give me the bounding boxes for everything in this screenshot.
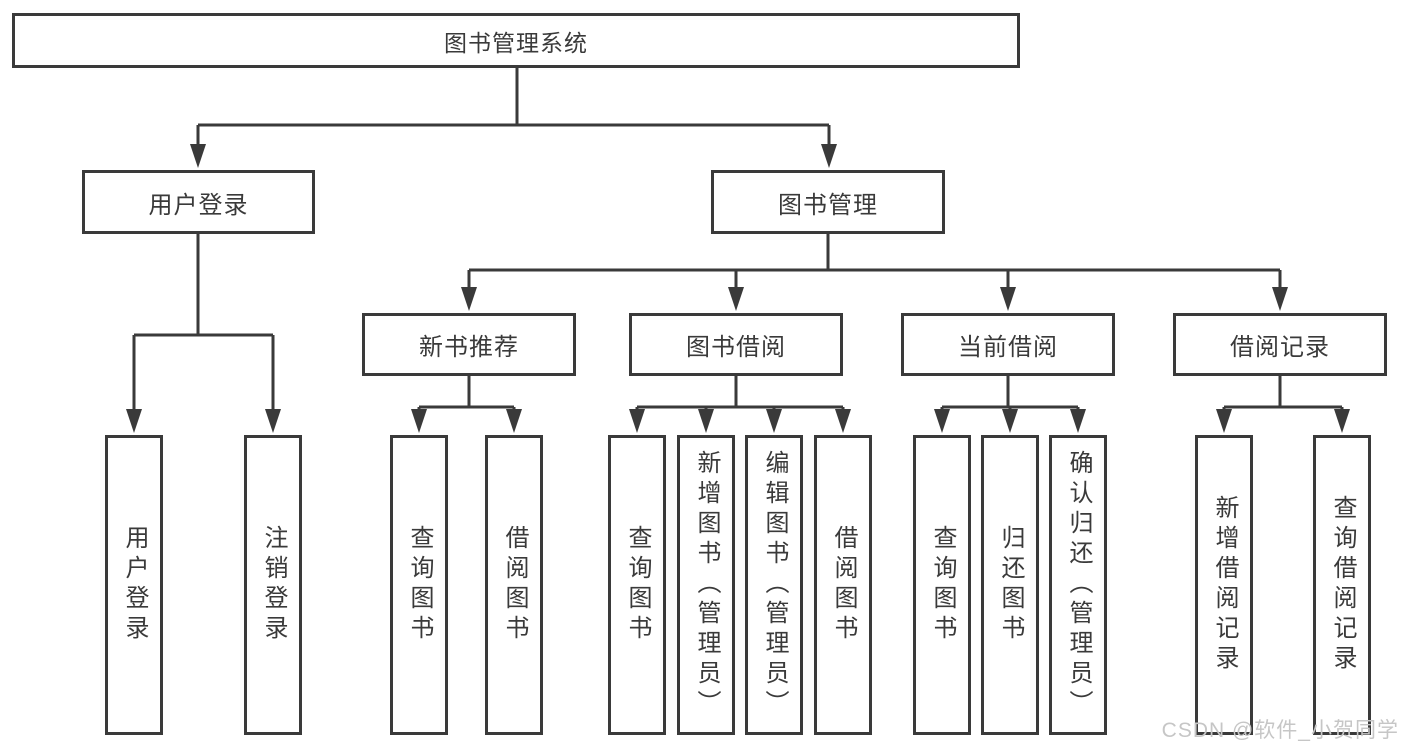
- node-borrow-records: 借阅记录: [1173, 313, 1387, 376]
- leaf-label: 查询图书: [406, 525, 433, 645]
- csdn-watermark: CSDN @软件_小贺同学: [1161, 719, 1399, 742]
- leaf-borrow-books-2: 借阅图书: [814, 435, 872, 735]
- leaf-label: 归还图书: [997, 525, 1024, 645]
- leaf-logout: 注销登录: [244, 435, 302, 735]
- leaf-confirm-return-admin: 确认归还（管理员）: [1049, 435, 1107, 735]
- leaf-edit-book-admin: 编辑图书（管理员）: [745, 435, 803, 735]
- leaf-label: 新增图书（管理员）: [693, 450, 720, 720]
- node-root: 图书管理系统: [12, 13, 1020, 68]
- node-current-borrowing: 当前借阅: [901, 313, 1115, 376]
- leaf-search-books-1: 查询图书: [390, 435, 448, 735]
- leaf-search-books-2: 查询图书: [608, 435, 666, 735]
- node-user-login: 用户登录: [82, 170, 315, 234]
- leaf-user-login: 用户登录: [105, 435, 163, 735]
- leaf-label: 借阅图书: [830, 525, 857, 645]
- leaf-search-borrow-record: 查询借阅记录: [1313, 435, 1371, 735]
- node-new-book-recommend: 新书推荐: [362, 313, 576, 376]
- leaf-add-book-admin: 新增图书（管理员）: [677, 435, 735, 735]
- leaf-label: 确认归还（管理员）: [1065, 450, 1092, 720]
- leaf-label: 编辑图书（管理员）: [761, 450, 788, 720]
- leaf-label: 借阅图书: [501, 525, 528, 645]
- leaf-label: 新增借阅记录: [1211, 495, 1238, 675]
- leaf-label: 注销登录: [260, 525, 287, 645]
- node-book-management: 图书管理: [711, 170, 945, 234]
- leaf-label: 用户登录: [121, 525, 148, 645]
- leaf-search-books-3: 查询图书: [913, 435, 971, 735]
- leaf-borrow-books-1: 借阅图书: [485, 435, 543, 735]
- leaf-label: 查询借阅记录: [1329, 495, 1356, 675]
- leaf-add-borrow-record: 新增借阅记录: [1195, 435, 1253, 735]
- node-book-borrowing: 图书借阅: [629, 313, 843, 376]
- leaf-label: 查询图书: [929, 525, 956, 645]
- leaf-label: 查询图书: [624, 525, 651, 645]
- leaf-return-book: 归还图书: [981, 435, 1039, 735]
